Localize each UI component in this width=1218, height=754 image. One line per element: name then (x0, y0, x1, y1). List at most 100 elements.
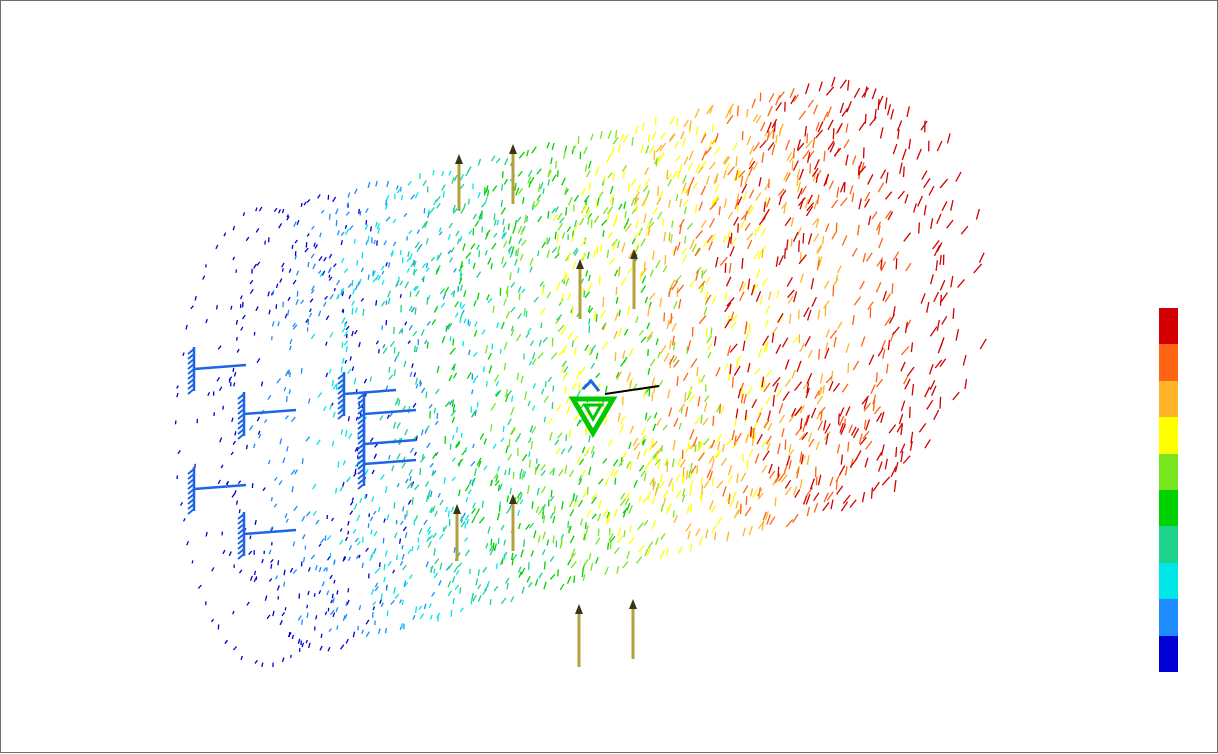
displacement-vector (400, 561, 402, 565)
displacement-vector (461, 433, 462, 438)
displacement-vector (617, 536, 623, 543)
displacement-vector (620, 499, 625, 506)
displacement-vector (846, 407, 850, 416)
displacement-vector (424, 604, 426, 609)
displacement-vector (807, 488, 813, 496)
displacement-vector (241, 327, 243, 331)
displacement-vector (963, 355, 966, 365)
displacement-vector (829, 181, 833, 190)
displacement-vector (453, 435, 454, 440)
displacement-vector (794, 148, 795, 158)
displacement-vector (766, 342, 767, 351)
displacement-vector (533, 359, 536, 365)
displacement-vector (426, 426, 430, 431)
legend-color-band (1159, 308, 1178, 344)
displacement-vector (517, 497, 519, 504)
displacement-vector (865, 458, 868, 468)
displacement-vector (541, 308, 545, 315)
displacement-vector (647, 323, 650, 329)
displacement-vector (876, 282, 880, 292)
displacement-vector (540, 182, 543, 189)
displacement-vector (847, 101, 851, 112)
displacement-vector (746, 321, 747, 330)
displacement-vector (705, 396, 709, 402)
displacement-vector (614, 331, 617, 339)
displacement-vector (814, 200, 816, 209)
displacement-vector (324, 257, 327, 261)
displacement-vector (980, 339, 986, 349)
displacement-vector (328, 556, 331, 560)
displacement-vector (381, 266, 384, 270)
displacement-vector (841, 455, 842, 465)
displacement-vector (904, 376, 908, 384)
displacement-vector (473, 503, 476, 509)
displacement-vector (517, 248, 518, 256)
displacement-vector (734, 366, 740, 376)
displacement-vector (824, 151, 825, 162)
displacement-vector (544, 396, 548, 403)
displacement-vector (599, 479, 603, 484)
displacement-vector (431, 507, 432, 513)
displacement-vector (650, 359, 654, 366)
displacement-vector (426, 561, 428, 567)
displacement-vector (269, 579, 272, 582)
displacement-vector (678, 171, 679, 180)
displacement-vector (454, 268, 457, 272)
displacement-vector (477, 245, 480, 250)
displacement-vector (951, 276, 953, 287)
displacement-vector (696, 126, 698, 135)
displacement-vector (542, 550, 545, 555)
displacement-vector (186, 325, 187, 330)
displacement-vector (706, 529, 708, 538)
displacement-vector (628, 267, 633, 274)
displacement-vector (937, 320, 939, 331)
displacement-vector (824, 301, 830, 309)
displacement-vector (690, 177, 694, 186)
displacement-vector (293, 280, 296, 284)
displacement-vector (672, 281, 678, 290)
displacement-vector (839, 414, 840, 425)
displacement-vector (734, 217, 739, 225)
displacement-vector (710, 219, 715, 228)
displacement-vector (853, 156, 856, 165)
displacement-vector (565, 465, 567, 473)
displacement-vector (493, 444, 496, 449)
displacement-vector (603, 230, 604, 237)
displacement-vector (302, 458, 303, 464)
displacement-vector (505, 342, 507, 350)
displacement-vector (729, 263, 731, 273)
displacement-vector (410, 448, 413, 453)
displacement-vector (591, 134, 593, 141)
displacement-vector (854, 297, 860, 306)
displacement-vector (873, 482, 879, 491)
displacement-vector (373, 607, 374, 611)
displacement-vector (229, 378, 230, 382)
displacement-vector (311, 555, 315, 559)
displacement-vector (887, 364, 888, 374)
displacement-vector (374, 454, 376, 459)
displacement-vector (840, 408, 844, 417)
displacement-vector (366, 208, 369, 212)
displacement-vector (617, 241, 619, 248)
displacement-vector (334, 288, 335, 291)
displacement-vector (223, 550, 225, 554)
displacement-vector (731, 233, 732, 244)
displacement-vector (295, 240, 297, 243)
displacement-vector (287, 446, 288, 451)
displacement-vector (491, 480, 492, 486)
displacement-vector (701, 415, 702, 424)
displacement-vector (310, 299, 313, 303)
displacement-vector (290, 346, 291, 350)
displacement-vector (388, 291, 391, 298)
displacement-vector (806, 84, 809, 95)
displacement-vector (632, 238, 635, 244)
displacement-vector (558, 569, 559, 576)
displacement-vector (434, 408, 435, 414)
displacement-vector (581, 238, 586, 246)
displacement-vector (566, 207, 567, 215)
displacement-vector (767, 122, 771, 133)
displacement-vector (842, 236, 846, 246)
displacement-vector (848, 363, 849, 373)
displacement-vector (282, 263, 285, 267)
